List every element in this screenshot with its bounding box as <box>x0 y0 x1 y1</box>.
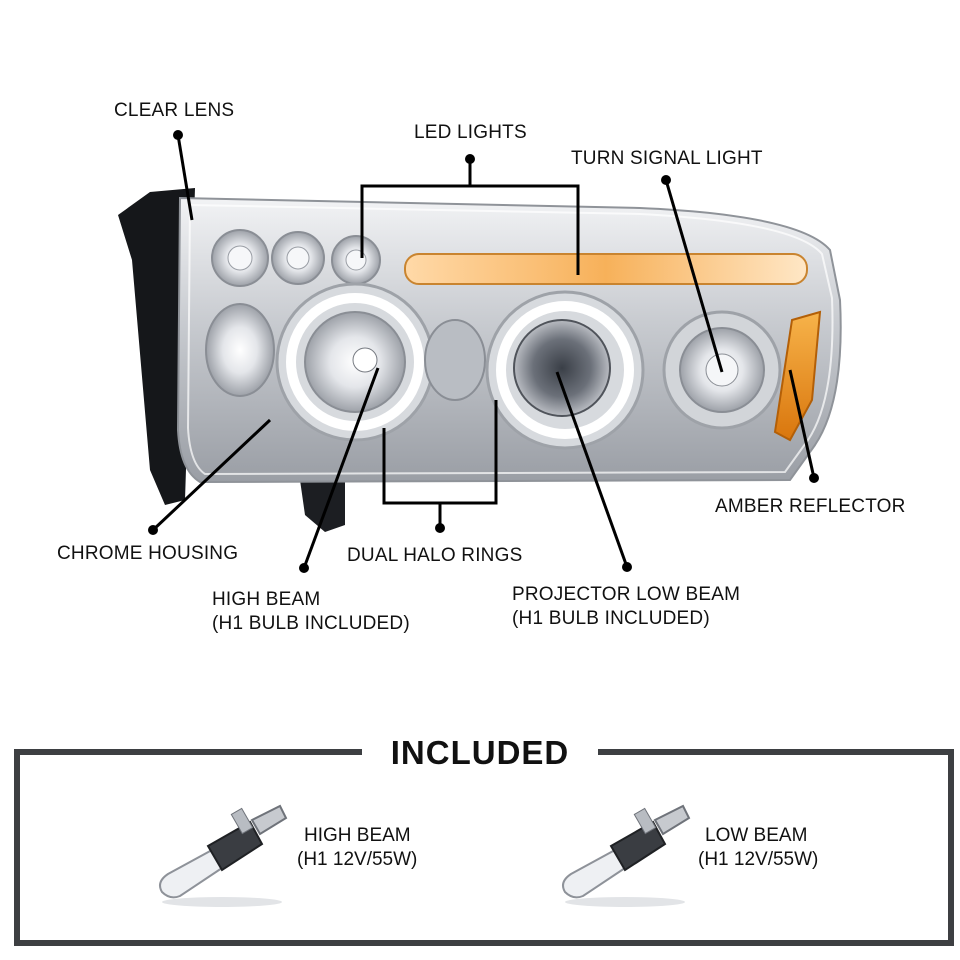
bulb-1-spec: (H1 12V/55W) <box>297 849 418 870</box>
high-beam-halo <box>275 282 435 442</box>
h1-bulb-icon <box>159 804 288 907</box>
label-turn-signal: TURN SIGNAL LIGHT <box>571 148 763 169</box>
middle-reflector <box>424 319 486 401</box>
led-strip <box>404 253 808 285</box>
bulb-2-label: LOW BEAM <box>705 825 808 846</box>
label-amber-reflector: AMBER REFLECTOR <box>715 496 906 517</box>
included-frame-top-left <box>14 749 362 755</box>
included-frame-top-right <box>598 749 948 755</box>
label-high-beam: HIGH BEAM <box>212 589 321 610</box>
label-dual-halo-rings: DUAL HALO RINGS <box>347 545 523 566</box>
label-high-beam-sub: (H1 BULB INCLUDED) <box>212 613 410 634</box>
included-title: INCLUDED <box>390 734 570 771</box>
side-reflector <box>205 303 275 397</box>
label-clear-lens: CLEAR LENS <box>114 100 235 121</box>
bulb-2-spec: (H1 12V/55W) <box>698 849 819 870</box>
h1-bulb-icon <box>562 804 691 907</box>
callout-dots <box>148 130 819 573</box>
bulb-1-label: HIGH BEAM <box>304 825 411 846</box>
label-projector-low-beam-sub: (H1 BULB INCLUDED) <box>512 608 710 629</box>
label-led-lights: LED LIGHTS <box>414 122 527 143</box>
included-frame <box>14 749 954 946</box>
headlight-diagram <box>118 130 842 573</box>
projector-low-beam <box>485 290 645 450</box>
led-row <box>211 229 381 287</box>
label-chrome-housing: CHROME HOUSING <box>57 543 239 564</box>
label-projector-low-beam: PROJECTOR LOW BEAM <box>512 584 741 605</box>
